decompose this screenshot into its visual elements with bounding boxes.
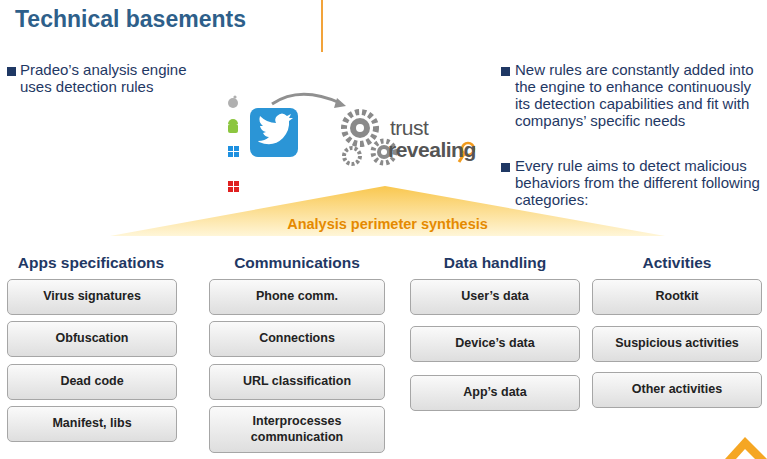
windows-icon	[228, 146, 239, 157]
box-label: Virus signatures	[43, 289, 141, 305]
category-box: Rootkit	[592, 279, 762, 315]
column-heading: Activities	[590, 254, 764, 272]
category-box: Manifest, libs	[7, 406, 177, 442]
band-label: Analysis perimeter synthesis	[287, 216, 488, 232]
box-label: App’s data	[463, 385, 526, 401]
flow-arrow	[272, 94, 340, 104]
slide-title: Technical basements	[15, 6, 246, 33]
category-box: URL classification	[209, 364, 385, 400]
bullet	[501, 163, 510, 172]
box-label: Phone comm.	[256, 289, 338, 305]
logo-text: revealing	[388, 138, 476, 162]
category-box: Interprocesses communication	[209, 406, 385, 453]
category-box: Other activities	[592, 372, 762, 408]
bullet-text: New rules are constantly added into the …	[515, 61, 765, 129]
box-label: User’s data	[461, 289, 528, 305]
bullet	[501, 67, 510, 76]
box-label: Suspicious activities	[615, 336, 739, 352]
category-box: Dead code	[7, 364, 177, 400]
bullet-text: Pradeo’s analysis engine uses detection …	[20, 61, 200, 95]
column-heading: Communications	[207, 254, 387, 272]
box-label: Rootkit	[655, 289, 698, 305]
box-label: Other activities	[632, 382, 722, 398]
category-box: Obfuscation	[7, 321, 177, 357]
logo-text: trust	[390, 116, 428, 140]
column-heading: Data handling	[408, 254, 582, 272]
box-label: Obfuscation	[56, 331, 129, 347]
arrow-head	[334, 98, 346, 108]
category-box: User’s data	[410, 279, 580, 315]
bullet	[7, 67, 16, 76]
box-label: Interprocesses communication	[216, 414, 378, 445]
box-label: URL classification	[243, 374, 351, 390]
box-label: Device’s data	[455, 336, 534, 352]
bullet-text: Every rule aims to detect malicious beha…	[515, 157, 765, 208]
twitter-icon	[250, 108, 298, 157]
box-label: Dead code	[60, 374, 123, 390]
category-box: App’s data	[410, 375, 580, 411]
category-box: Phone comm.	[209, 279, 385, 315]
apple-icon	[228, 95, 238, 108]
box-label: Manifest, libs	[52, 416, 131, 432]
corner-logo	[725, 437, 767, 459]
windows-icon	[228, 181, 239, 192]
android-icon	[228, 119, 238, 133]
gears-icon	[344, 112, 395, 164]
divider-line	[321, 0, 323, 52]
category-box: Connections	[209, 321, 385, 357]
category-box: Device’s data	[410, 326, 580, 362]
column-heading: Apps specifications	[5, 254, 177, 272]
synthesis-band: Analysis perimeter synthesis	[110, 186, 665, 236]
category-box: Virus signatures	[7, 279, 177, 315]
category-box: Suspicious activities	[592, 326, 762, 362]
box-label: Connections	[259, 331, 335, 347]
